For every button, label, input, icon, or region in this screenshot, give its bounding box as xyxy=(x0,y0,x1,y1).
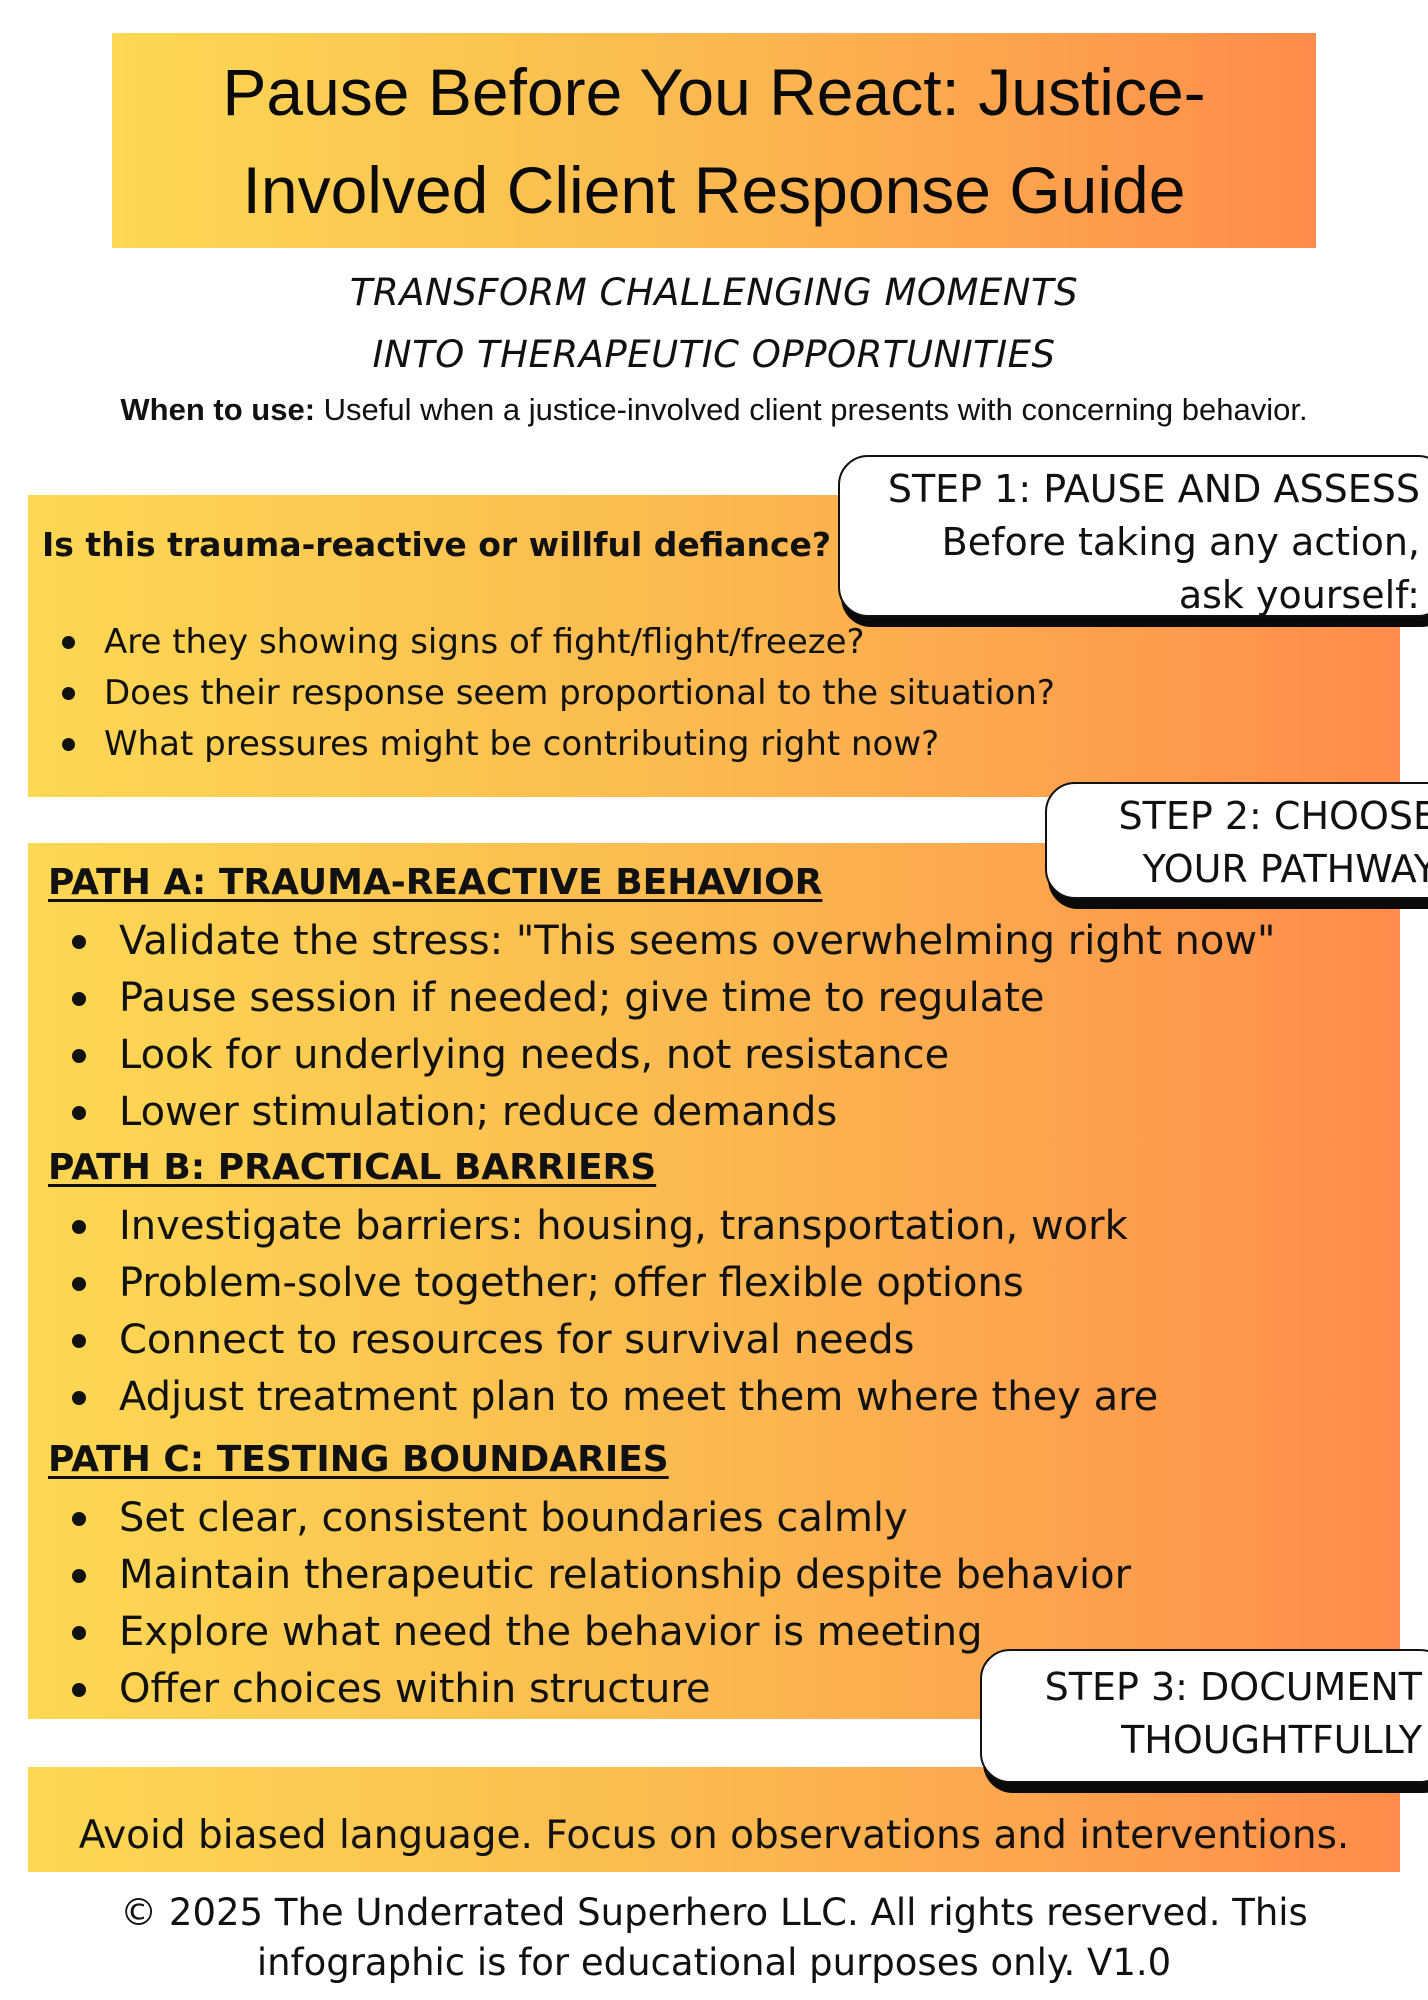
path-a-heading: PATH A: TRAUMA-REACTIVE BEHAVIOR xyxy=(48,862,823,903)
footer-line-2: infographic is for educational purposes … xyxy=(256,1941,1172,1984)
list-item: Set clear, consistent boundaries calmly xyxy=(71,1490,1131,1547)
list-item: Pause session if needed; give time to re… xyxy=(71,970,1275,1027)
step1-line-3: ask yourself: xyxy=(1178,573,1420,617)
list-item: What pressures might be contributing rig… xyxy=(62,719,1055,770)
path-a-list: Validate the stress: "This seems overwhe… xyxy=(28,913,1275,1141)
documentation-guidance: Avoid biased language. Focus on observat… xyxy=(78,1813,1350,1858)
step2-line-1: STEP 2: CHOOSE xyxy=(1118,794,1428,838)
page-title: Pause Before You React: Justice-Involved… xyxy=(222,54,1206,227)
list-item: Does their response seem proportional to… xyxy=(62,668,1055,719)
footer-line-1: © 2025 The Underrated Superhero LLC. All… xyxy=(120,1891,1308,1934)
step1-label: STEP 1: PAUSE AND ASSESS Before taking a… xyxy=(838,455,1428,617)
step2-label: STEP 2: CHOOSE YOUR PATHWAY xyxy=(1045,782,1428,899)
list-item: Connect to resources for survival needs xyxy=(71,1312,1158,1369)
footer-copyright: © 2025 The Underrated Superhero LLC. All… xyxy=(0,1888,1428,1988)
when-to-use-label: When to use: xyxy=(120,392,316,427)
list-item: Explore what need the behavior is meetin… xyxy=(71,1604,1131,1661)
step3-line-2: THOUGHTFULLY xyxy=(1121,1718,1422,1762)
path-b-list: Investigate barriers: housing, transport… xyxy=(28,1198,1158,1426)
when-to-use-text: Useful when a justice-involved client pr… xyxy=(323,392,1308,427)
path-c-heading: PATH C: TESTING BOUNDARIES xyxy=(48,1439,669,1480)
step1-title: STEP 1: PAUSE AND ASSESS xyxy=(887,467,1420,511)
subtitle-line-1: TRANSFORM CHALLENGING MOMENTS xyxy=(349,271,1079,314)
step2-panel: PATH A: TRAUMA-REACTIVE BEHAVIOR Validat… xyxy=(28,843,1400,1719)
list-item: Investigate barriers: housing, transport… xyxy=(71,1198,1158,1255)
subtitle: TRANSFORM CHALLENGING MOMENTS INTO THERA… xyxy=(0,262,1428,386)
when-to-use: When to use: Useful when a justice-invol… xyxy=(0,390,1428,430)
list-item: Adjust treatment plan to meet them where… xyxy=(71,1369,1158,1426)
step3-panel: Avoid biased language. Focus on observat… xyxy=(28,1767,1400,1872)
step2-line-2: YOUR PATHWAY xyxy=(1142,847,1428,891)
title-banner: Pause Before You React: Justice-Involved… xyxy=(112,33,1316,248)
step1-line-2: Before taking any action, xyxy=(941,520,1420,564)
list-item: Maintain therapeutic relationship despit… xyxy=(71,1547,1131,1604)
step3-label: STEP 3: DOCUMENT THOUGHTFULLY xyxy=(980,1649,1428,1783)
list-item: Offer choices within structure xyxy=(71,1661,1131,1718)
assessment-list: Are they showing signs of fight/flight/f… xyxy=(28,617,1055,770)
path-b-heading: PATH B: PRACTICAL BARRIERS xyxy=(48,1147,657,1188)
list-item: Are they showing signs of fight/flight/f… xyxy=(62,617,1055,668)
assessment-question: Is this trauma-reactive or willful defia… xyxy=(42,525,832,564)
subtitle-line-2: INTO THERAPEUTIC OPPORTUNITIES xyxy=(372,333,1056,376)
list-item: Lower stimulation; reduce demands xyxy=(71,1084,1275,1141)
list-item: Look for underlying needs, not resistanc… xyxy=(71,1027,1275,1084)
path-c-list: Set clear, consistent boundaries calmly … xyxy=(28,1490,1131,1718)
list-item: Validate the stress: "This seems overwhe… xyxy=(71,913,1275,970)
step3-line-1: STEP 3: DOCUMENT xyxy=(1044,1665,1422,1709)
list-item: Problem-solve together; offer flexible o… xyxy=(71,1255,1158,1312)
